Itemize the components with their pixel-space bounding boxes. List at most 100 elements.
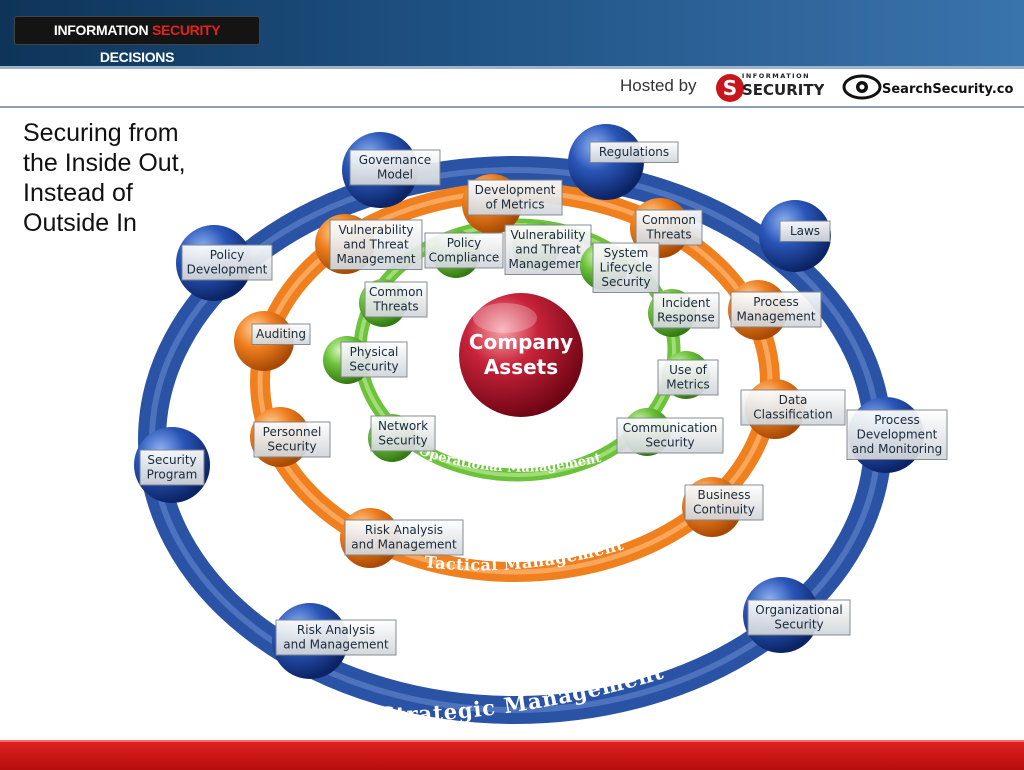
node-label-line: Physical (350, 345, 399, 359)
node-label-line: Model (377, 168, 413, 182)
bottom-banner (0, 740, 1024, 770)
node-label-line: and Monitoring (852, 442, 943, 456)
title-line: Outside In (23, 209, 137, 237)
security-logo-top-text: INFORMATION (742, 72, 810, 80)
center-line-2: Assets (484, 355, 558, 379)
node-label-line: of Metrics (486, 198, 545, 212)
node-label-line: Management (508, 257, 587, 271)
title-line: Securing from (23, 119, 179, 147)
node-label-line: Security (645, 436, 694, 450)
hosted-by-label: Hosted by (620, 76, 697, 95)
searchsecurity-text: SearchSecurity.com (882, 82, 1014, 97)
information-security-decisions-logo: INFORMATION SECURITY DECISIONS (14, 16, 260, 65)
node-label-line: Development (187, 263, 268, 277)
node-label-line: Security (349, 360, 398, 374)
node-label-line: Security (774, 618, 823, 632)
company-assets-center: Company Assets (459, 293, 583, 417)
node-label-line: Continuity (693, 503, 755, 517)
node-label-line: Use of (669, 363, 708, 377)
node-label-box (364, 281, 428, 318)
node-label-box (504, 224, 592, 275)
node-label-line: Security (147, 453, 196, 467)
node-label-line: and Threat (343, 238, 409, 252)
node-label-line: Auditing (256, 327, 306, 341)
logo-text-decisions: DECISIONS (99, 49, 175, 65)
node-label-line: Communication (623, 421, 718, 435)
node-strategic-regulations: Regulations (568, 124, 679, 200)
node-label-line: Management (736, 310, 815, 324)
logo-text-security: SECURITY (151, 22, 221, 38)
node-label-line: and Threat (515, 243, 581, 257)
node-label-box (635, 209, 703, 246)
node-label-box (616, 417, 724, 454)
node-label-line: Lifecycle (600, 261, 653, 275)
node-label-line: Security (267, 440, 316, 454)
node-label-line: Common (369, 285, 423, 299)
security-management-rings-diagram: Strategic Management Tactical Management… (134, 124, 948, 727)
information-security-logo: S INFORMATION SECURITY (716, 72, 824, 102)
node-label-box (329, 219, 423, 270)
title-line: Instead of (23, 179, 133, 207)
node-label-box (730, 291, 822, 328)
node-label-box (344, 519, 464, 556)
node-label-box (251, 323, 311, 345)
node-label-box (424, 232, 504, 269)
node-label-line: Policy (447, 236, 482, 250)
node-label-box (657, 359, 719, 396)
node-label-box (779, 220, 831, 242)
node-label-line: System (604, 246, 649, 260)
node-label-line: Organizational (755, 603, 842, 617)
node-label-line: Classification (753, 408, 832, 422)
node-label-box (684, 484, 764, 521)
center-line-1: Company (469, 330, 573, 354)
operational-management-label: Operational Management (417, 444, 603, 476)
node-label-line: Development (857, 428, 938, 442)
node-label-line: Personnel (263, 425, 322, 439)
node-label-box (846, 409, 948, 460)
node-label-line: Compliance (429, 251, 500, 265)
node-label-line: Governance (359, 153, 431, 167)
node-label-line: Policy (210, 248, 245, 262)
node-label-box (467, 179, 563, 216)
node-label-line: and Management (283, 638, 389, 652)
node-label-line: Process (874, 413, 920, 427)
node-label-line: Security (378, 434, 427, 448)
node-label-line: Risk Analysis (365, 523, 443, 537)
node-label-line: Metrics (666, 378, 710, 392)
security-logo-badge (716, 74, 744, 102)
node-label-line: Threats (645, 228, 691, 242)
slide-title: Securing from the Inside Out, Instead of… (23, 118, 263, 238)
node-label-line: Threats (372, 300, 418, 314)
node-label-line: and Management (351, 538, 457, 552)
node-tactical-auditing: Auditing (234, 311, 311, 371)
node-label-line: Common (642, 213, 696, 227)
node-label-box (652, 292, 720, 329)
banner-divider (0, 66, 1024, 69)
node-label-line: Business (698, 488, 751, 502)
svg-text:S: S (723, 76, 737, 100)
eye-icon (842, 74, 882, 100)
node-label-line: Data (779, 393, 808, 407)
node-label-box (592, 242, 660, 293)
node-label-line: Regulations (599, 145, 669, 159)
node-label-line: Program (147, 468, 198, 482)
node-label-box (349, 149, 441, 186)
node-label-line: Management (336, 252, 415, 266)
node-label-line: Security (601, 275, 650, 289)
header-rule (0, 106, 1024, 108)
